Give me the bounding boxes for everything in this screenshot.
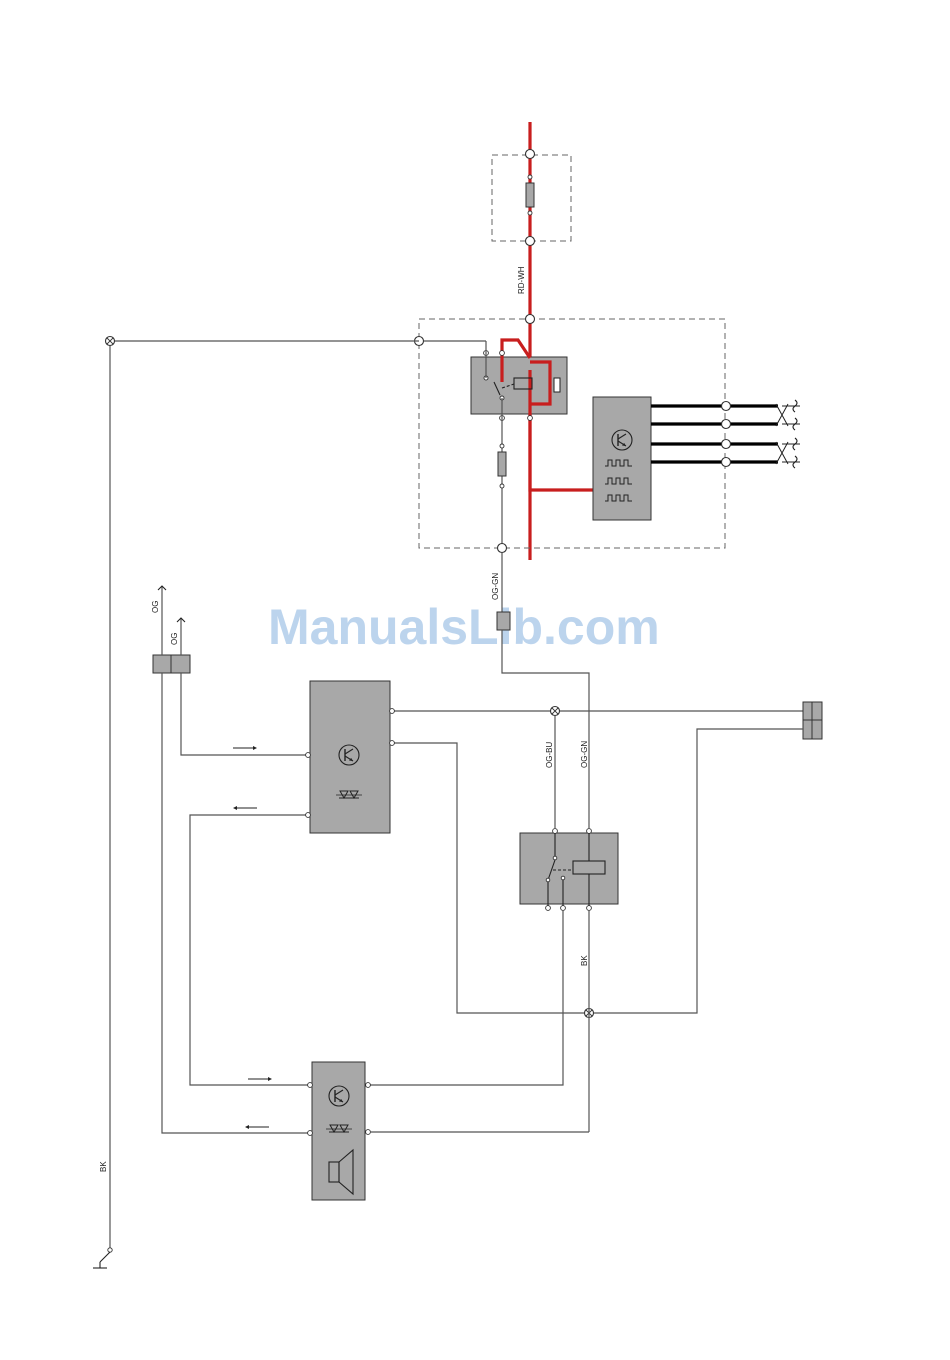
ground-switch-icon bbox=[93, 1248, 112, 1268]
module-a-pin-4 bbox=[390, 741, 395, 746]
control-unit-supply-node bbox=[526, 315, 535, 324]
arrow-right-icon-2 bbox=[248, 1077, 272, 1081]
arrow-left-icon-2 bbox=[245, 1125, 269, 1129]
wire-label-ground-main: BK bbox=[99, 1161, 108, 1172]
control-unit-outline bbox=[419, 319, 725, 548]
control-unit-output-node bbox=[498, 544, 507, 553]
switch-relay-module bbox=[520, 833, 618, 904]
module-b-input-wire bbox=[162, 673, 308, 1133]
switch-relay-pin-5 bbox=[587, 906, 592, 911]
left-connector-b bbox=[171, 655, 190, 673]
arrow-left-icon bbox=[233, 806, 257, 810]
fuse2-pin-top bbox=[500, 444, 504, 448]
switch-relay-pin-2 bbox=[587, 829, 592, 834]
wire-label-ground-branch: BK bbox=[580, 955, 589, 966]
relay-pin-2 bbox=[500, 351, 505, 356]
left-connector-a bbox=[153, 655, 171, 673]
siren-pin-2 bbox=[308, 1131, 313, 1136]
module-link-wire bbox=[190, 815, 308, 1085]
fuse2-pin-bottom bbox=[500, 484, 504, 488]
fuse-box-terminal-bottom bbox=[526, 237, 535, 246]
arrow-right-icon bbox=[233, 746, 257, 750]
wire-label-og-lower: OG bbox=[170, 633, 179, 645]
splice-icon bbox=[106, 337, 115, 346]
switch-relay-pin-4 bbox=[561, 906, 566, 911]
module-a-pin-2 bbox=[306, 813, 311, 818]
coil-feed-wire bbox=[502, 630, 589, 828]
fuse-box-terminal-top bbox=[526, 150, 535, 159]
bus-node-2 bbox=[722, 420, 731, 429]
watermark: ManualsLib.com bbox=[268, 599, 660, 655]
fuse-pin-bottom bbox=[528, 211, 532, 215]
right-connector-b bbox=[812, 702, 822, 720]
contact-output-wire bbox=[368, 911, 563, 1085]
bus-node-3 bbox=[722, 440, 731, 449]
inline-connector bbox=[497, 612, 510, 630]
module-a-pin-3 bbox=[390, 709, 395, 714]
bus-node-1 bbox=[722, 402, 731, 411]
wire-label-relay-output: OG-GN bbox=[491, 573, 500, 600]
module-a-pin-1 bbox=[306, 753, 311, 758]
right-connector-d bbox=[812, 720, 822, 739]
module-a-input-wire bbox=[181, 673, 308, 755]
fuse-icon-2 bbox=[498, 452, 506, 476]
splice-icon-2 bbox=[551, 707, 560, 716]
wire-label-og-upper: OG bbox=[151, 601, 160, 613]
fuse-icon bbox=[526, 183, 534, 207]
switch-relay-pin-3 bbox=[546, 906, 551, 911]
bus-node-4 bbox=[722, 458, 731, 467]
control-module-a bbox=[310, 681, 390, 833]
wire-label-coil-feed: OG-GN bbox=[580, 741, 589, 768]
wire-label-supply: RD-WH bbox=[517, 266, 526, 294]
right-connector-c bbox=[803, 720, 812, 739]
pulse-unit bbox=[593, 397, 651, 520]
wire-label-contact-feed: OG-BU bbox=[545, 742, 554, 768]
siren-pin-1 bbox=[308, 1083, 313, 1088]
fuse-pin-top bbox=[528, 175, 532, 179]
right-connector-a bbox=[803, 702, 812, 720]
relay-pin-4 bbox=[528, 416, 533, 421]
siren-pin-4 bbox=[366, 1130, 371, 1135]
siren-pin-3 bbox=[366, 1083, 371, 1088]
switch-relay-pin-1 bbox=[553, 829, 558, 834]
